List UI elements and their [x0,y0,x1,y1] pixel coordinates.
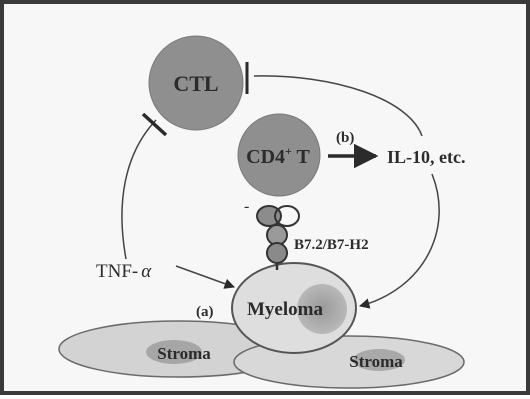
stroma-left-label: Stroma [157,344,211,363]
diagram-canvas: Stroma Stroma Myeloma (a) - B7.2/B7-H2 C… [4,4,530,399]
stroma-right-label: Stroma [349,352,403,371]
cd4-t-cell-label: CD4+ T [246,144,310,168]
tnf-label-alpha: α [141,261,152,282]
myeloma-label: Myeloma [247,299,323,320]
tnf-alpha-label: TNF-α [96,261,152,282]
tnf-to-myeloma-arrow [176,266,234,287]
cd4-label-suffix: T [292,146,311,168]
il10-label: IL-10, etc. [387,147,465,167]
tnf-label-text: TNF- [96,261,138,282]
pathway-b-marker: (b) [336,130,354,146]
pathway-a-marker: (a) [196,304,214,320]
ctl-label: CTL [173,71,218,96]
minus-mark: - [244,198,249,215]
ctl-cell: CTL [149,36,243,130]
cd4-label-main: CD4 [246,146,285,168]
tnf-inhibits-ctl-line [122,120,156,259]
b7-receptor-complex [257,206,299,270]
ligand-ring-bottom [267,243,287,263]
b7-label: B7.2/B7-H2 [294,237,369,253]
cd4-t-cell: CD4+ T [238,114,320,196]
myeloma-cell: Myeloma [232,263,356,353]
il10-to-myeloma-arrow [360,174,439,306]
